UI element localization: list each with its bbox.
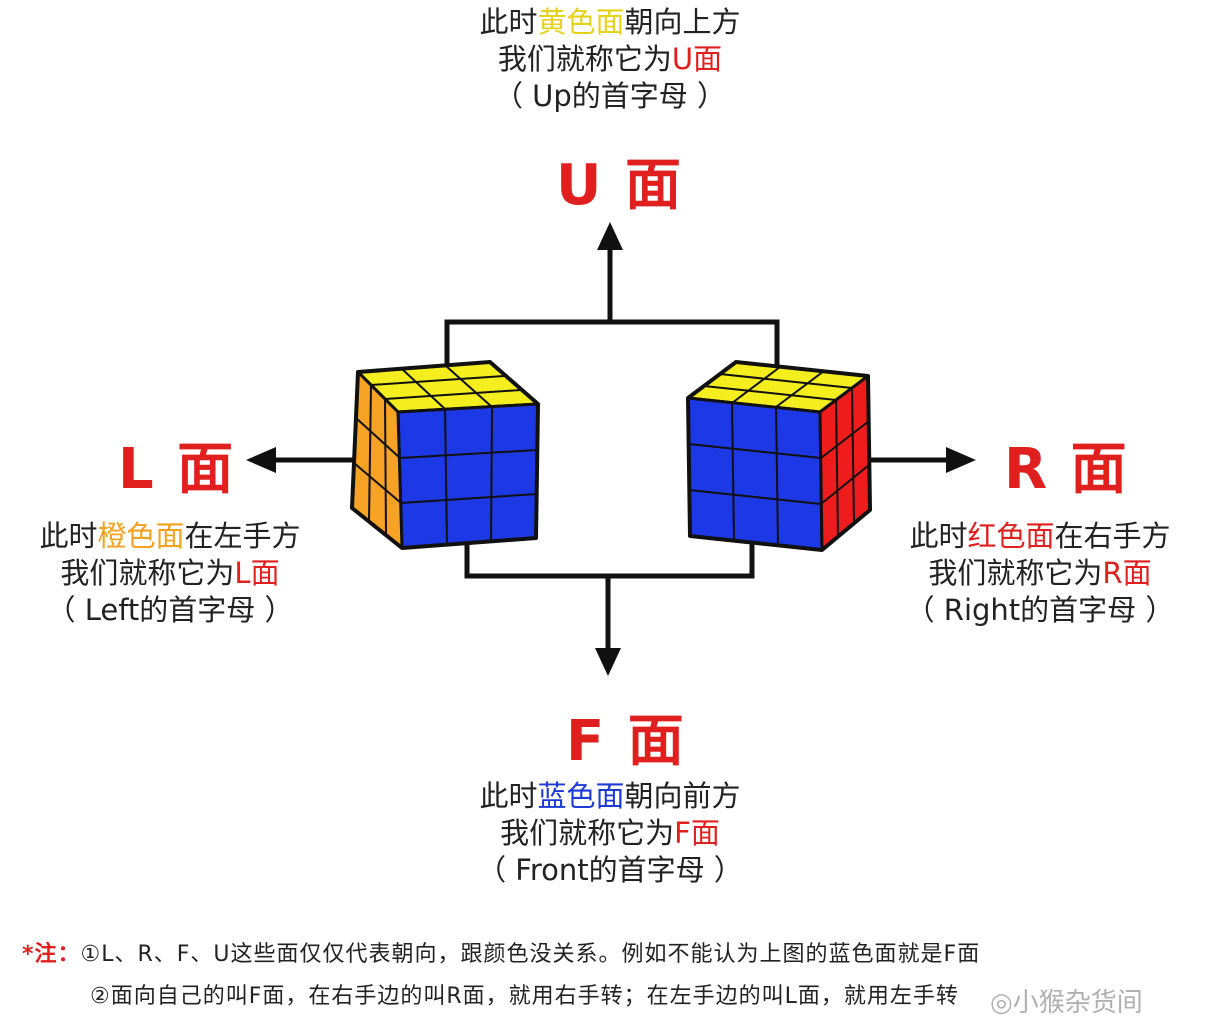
r-face-title: R 面 bbox=[1004, 437, 1129, 502]
front-line1-post: 朝向前方 bbox=[624, 779, 741, 813]
f-face-title: F 面 bbox=[566, 709, 686, 774]
note-line-2: ②面向自己的叫F面，在右手边的叫R面，就用右手转；在左手边的叫L面，就用左手转 bbox=[90, 978, 959, 1010]
left-line-2: 我们就称它为L面 bbox=[10, 555, 330, 592]
right-line-1: 此时红色面在右手方 bbox=[880, 518, 1200, 555]
left-line1-post: 在左手方 bbox=[184, 519, 301, 553]
right-line2-pre: 我们就称它为 bbox=[928, 556, 1103, 590]
up-line2-pre: 我们就称它为 bbox=[497, 42, 672, 76]
right-description: 此时红色面在右手方 我们就称它为R面 （ Right的首字母 ） bbox=[880, 518, 1200, 629]
right-line-2: 我们就称它为R面 bbox=[880, 555, 1200, 592]
up-line2-color: U面 bbox=[671, 42, 723, 76]
left-description: 此时橙色面在左手方 我们就称它为L面 （ Left的首字母 ） bbox=[10, 518, 330, 629]
up-description: 此时黄色面朝向上方 我们就称它为U面 （ Up的首字母 ） bbox=[410, 4, 810, 115]
front-line2-pre: 我们就称它为 bbox=[500, 816, 675, 850]
left-line2-color: L面 bbox=[234, 556, 280, 590]
left-line2-pre: 我们就称它为 bbox=[60, 556, 235, 590]
up-line-3: （ Up的首字母 ） bbox=[493, 79, 727, 113]
watermark: ◎小猴杂货间 bbox=[990, 982, 1143, 1019]
wechat-icon: ◎ bbox=[990, 988, 1013, 1018]
note-text-1: ①L、R、F、U这些面仅仅代表朝向，跟颜色没关系。例如不能认为上图的蓝色面就是F… bbox=[80, 942, 981, 967]
front-line1-pre: 此时 bbox=[479, 779, 538, 813]
front-line-1: 此时蓝色面朝向前方 bbox=[410, 778, 810, 815]
front-description: 此时蓝色面朝向前方 我们就称它为F面 （ Front的首字母 ） bbox=[410, 778, 810, 889]
right-line1-post: 在右手方 bbox=[1054, 519, 1171, 553]
right-line2-color: R面 bbox=[1102, 556, 1152, 590]
up-line1-post: 朝向上方 bbox=[624, 5, 741, 39]
right-line-3: （ Right的首字母 ） bbox=[905, 593, 1175, 627]
up-line-1: 此时黄色面朝向上方 bbox=[410, 4, 810, 41]
front-line2-color: F面 bbox=[674, 816, 720, 850]
right-line1-color: 红色面 bbox=[967, 519, 1055, 553]
rubiks-cube-left-icon bbox=[350, 360, 540, 550]
left-line1-pre: 此时 bbox=[39, 519, 98, 553]
l-face-title: L 面 bbox=[118, 437, 236, 502]
up-line1-pre: 此时 bbox=[479, 5, 538, 39]
note-line-1: *注：①L、R、F、U这些面仅仅代表朝向，跟颜色没关系。例如不能认为上图的蓝色面… bbox=[22, 936, 980, 968]
arrow-up-icon bbox=[597, 222, 623, 322]
left-line1-color: 橙色面 bbox=[97, 519, 185, 553]
u-face-title: U 面 bbox=[556, 153, 683, 218]
front-line1-color: 蓝色面 bbox=[537, 779, 625, 813]
front-line-2: 我们就称它为F面 bbox=[410, 815, 810, 852]
note-star: *注： bbox=[22, 942, 81, 967]
right-line1-pre: 此时 bbox=[909, 519, 968, 553]
note-text-2: ②面向自己的叫F面，在右手边的叫R面，就用右手转；在左手边的叫L面，就用左手转 bbox=[90, 984, 959, 1009]
watermark-text: 小猴杂货间 bbox=[1012, 988, 1143, 1018]
left-line-3: （ Left的首字母 ） bbox=[46, 593, 294, 627]
front-line-3: （ Front的首字母 ） bbox=[477, 853, 743, 887]
arrow-down-icon bbox=[595, 576, 621, 676]
rubiks-cube-right-icon bbox=[686, 360, 872, 552]
up-line1-color: 黄色面 bbox=[537, 5, 625, 39]
left-line-1: 此时橙色面在左手方 bbox=[10, 518, 330, 555]
up-line-2: 我们就称它为U面 bbox=[410, 41, 810, 78]
